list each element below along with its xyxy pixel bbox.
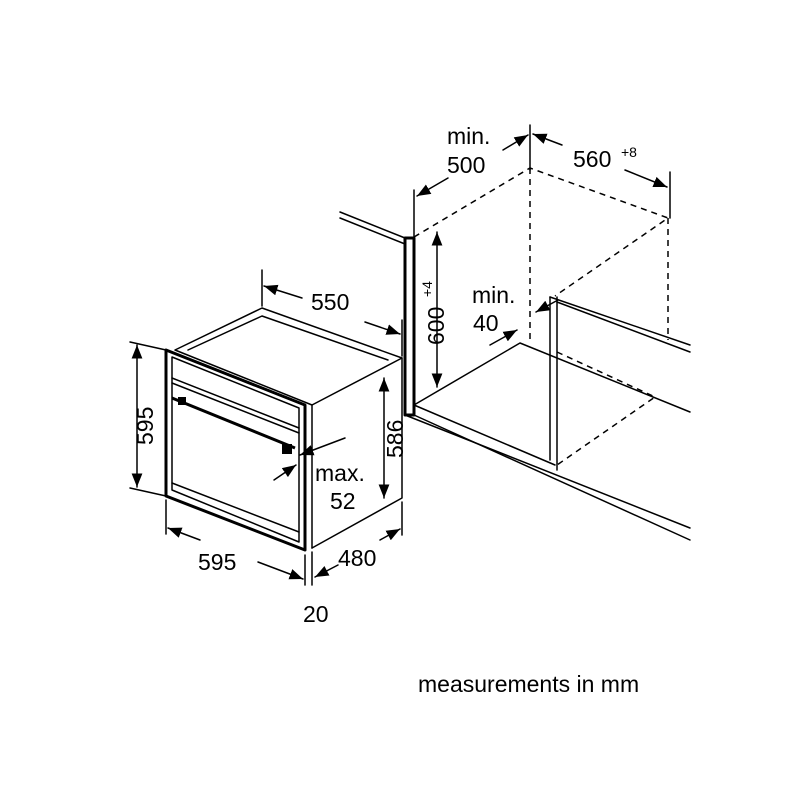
handle-right-mount	[282, 444, 292, 454]
appliance-depth-top-value: 550	[311, 289, 349, 315]
min-depth-dimension: min. 500	[413, 123, 531, 239]
front-thickness-value: 20	[303, 601, 329, 627]
appliance-body	[164, 307, 403, 552]
appliance-front-width-value: 595	[198, 549, 236, 575]
handle-protrusion-value: 52	[330, 488, 356, 514]
min-gap-prefix: min.	[472, 282, 515, 308]
handle-protrusion-prefix: max.	[315, 460, 365, 486]
appliance-front-height-dimension: 595	[129, 341, 167, 497]
min-gap-value: 40	[473, 310, 499, 336]
min-depth-value: 500	[447, 152, 485, 178]
appliance-body-height-value: 586	[382, 420, 408, 458]
handle-protrusion-dimension: max. 52	[273, 437, 365, 514]
niche-height-dimension: 600 +4	[419, 231, 449, 388]
niche-width-tolerance: +8	[621, 144, 637, 160]
appliance-body-depth-value: 480	[338, 545, 376, 571]
niche-width-value: 560	[573, 146, 611, 172]
niche-width-dimension: 560 +8	[532, 133, 671, 219]
front-thickness-dimension: 20	[303, 601, 329, 627]
appliance-depth-top-dimension: 550	[261, 269, 403, 357]
appliance-body-depth-dimension: 480	[311, 501, 403, 586]
min-gap-dimension: min. 40	[472, 282, 559, 346]
niche-height-tolerance: +4	[419, 281, 435, 297]
units-caption: measurements in mm	[418, 671, 639, 697]
appliance-front-width-dimension: 595	[165, 499, 306, 586]
handle-left-mount	[178, 397, 186, 405]
appliance-body-height-dimension: 586	[378, 377, 408, 499]
cabinet-niche	[339, 167, 691, 541]
min-depth-prefix: min.	[447, 123, 490, 149]
niche-height-value: 600	[423, 307, 449, 345]
appliance-front-height-value: 595	[132, 407, 158, 445]
